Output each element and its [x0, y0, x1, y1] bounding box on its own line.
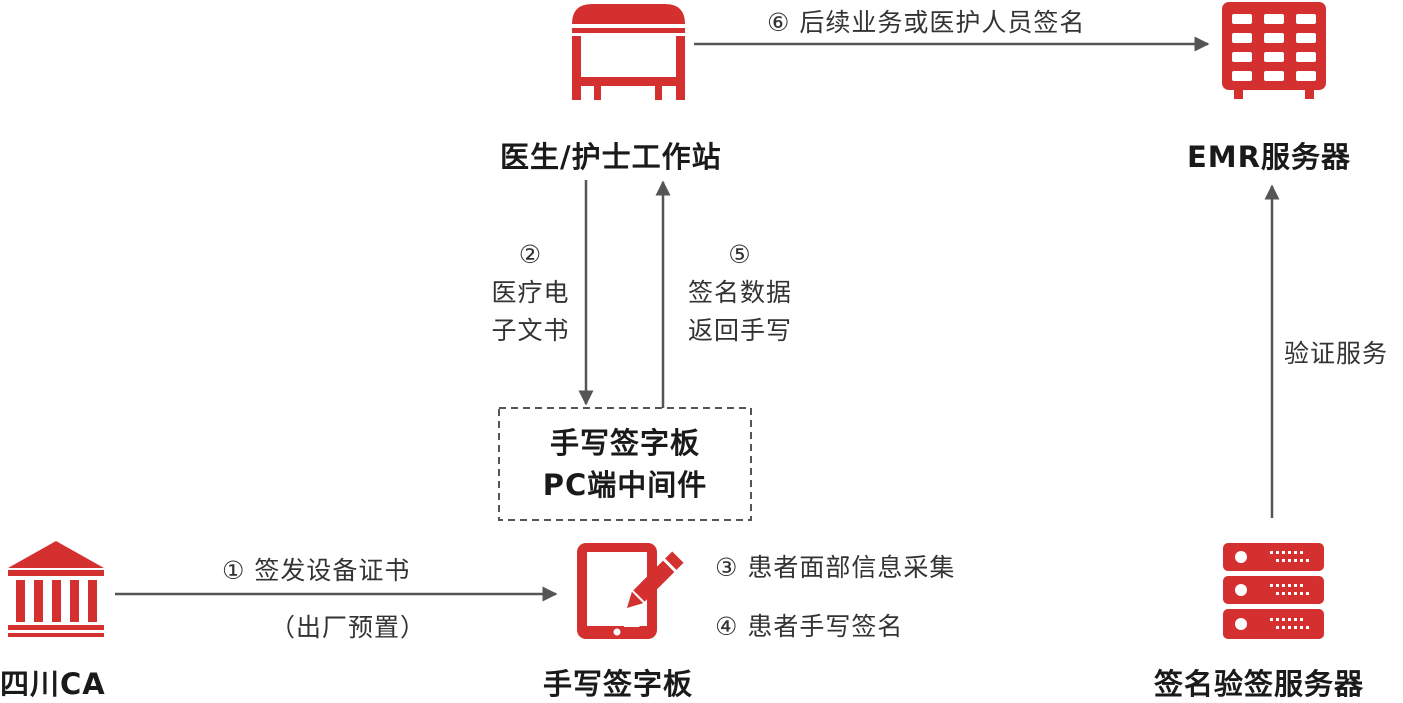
server-rack-icon: [1222, 2, 1326, 99]
step2-line1: 医疗电: [491, 278, 570, 307]
step1-text: 签发设备证书: [254, 556, 411, 585]
middleware-line1: 手写签字板: [549, 426, 700, 460]
step3-number: ③: [715, 553, 739, 582]
step1-number: ①: [222, 556, 246, 585]
step3-label: ③ 患者面部信息采集: [715, 548, 955, 584]
step6-text: 后续业务或医护人员签名: [799, 8, 1086, 37]
step3-text: 患者面部信息采集: [747, 553, 956, 582]
emr-server-label: EMR服务器: [1187, 140, 1351, 174]
verify-server-label: 签名验签服务器: [1154, 667, 1365, 701]
middleware-label: 手写签字板 PC端中间件: [499, 422, 751, 506]
step5-number: ⑤: [728, 240, 752, 269]
step2-label: ② 医疗电 子文书: [483, 236, 578, 350]
step4-number: ④: [715, 612, 739, 641]
step5-line1: 签名数据: [687, 278, 792, 307]
step1-sublabel: （出厂预置）: [270, 613, 427, 642]
middleware-line2: PC端中间件: [542, 468, 708, 502]
step2-line2: 子文书: [491, 316, 570, 345]
server-stack-icon: [1223, 543, 1324, 639]
middleware-box: [498, 407, 752, 521]
step6-number: ⑥: [767, 8, 791, 37]
ca-label: 四川CA: [0, 667, 106, 701]
workstation-icon: [572, 4, 685, 100]
step2-number: ②: [518, 240, 543, 269]
step4-text: 患者手写签名: [747, 612, 904, 641]
step4-label: ④ 患者手写签名: [715, 607, 903, 643]
tablet-label: 手写签字板: [543, 667, 694, 701]
step5-line2: 返回手写: [687, 316, 792, 345]
verify-service-label: 验证服务: [1284, 339, 1389, 368]
step5-label: ⑤ 签名数据 返回手写: [676, 236, 804, 350]
workstation-label: 医生/护士工作站: [500, 140, 722, 174]
institution-icon: [8, 541, 104, 637]
tablet-pen-icon: [577, 543, 684, 639]
step6-label: ⑥ 后续业务或医护人员签名: [767, 3, 1085, 39]
step1-label: ① 签发设备证书: [222, 551, 410, 587]
